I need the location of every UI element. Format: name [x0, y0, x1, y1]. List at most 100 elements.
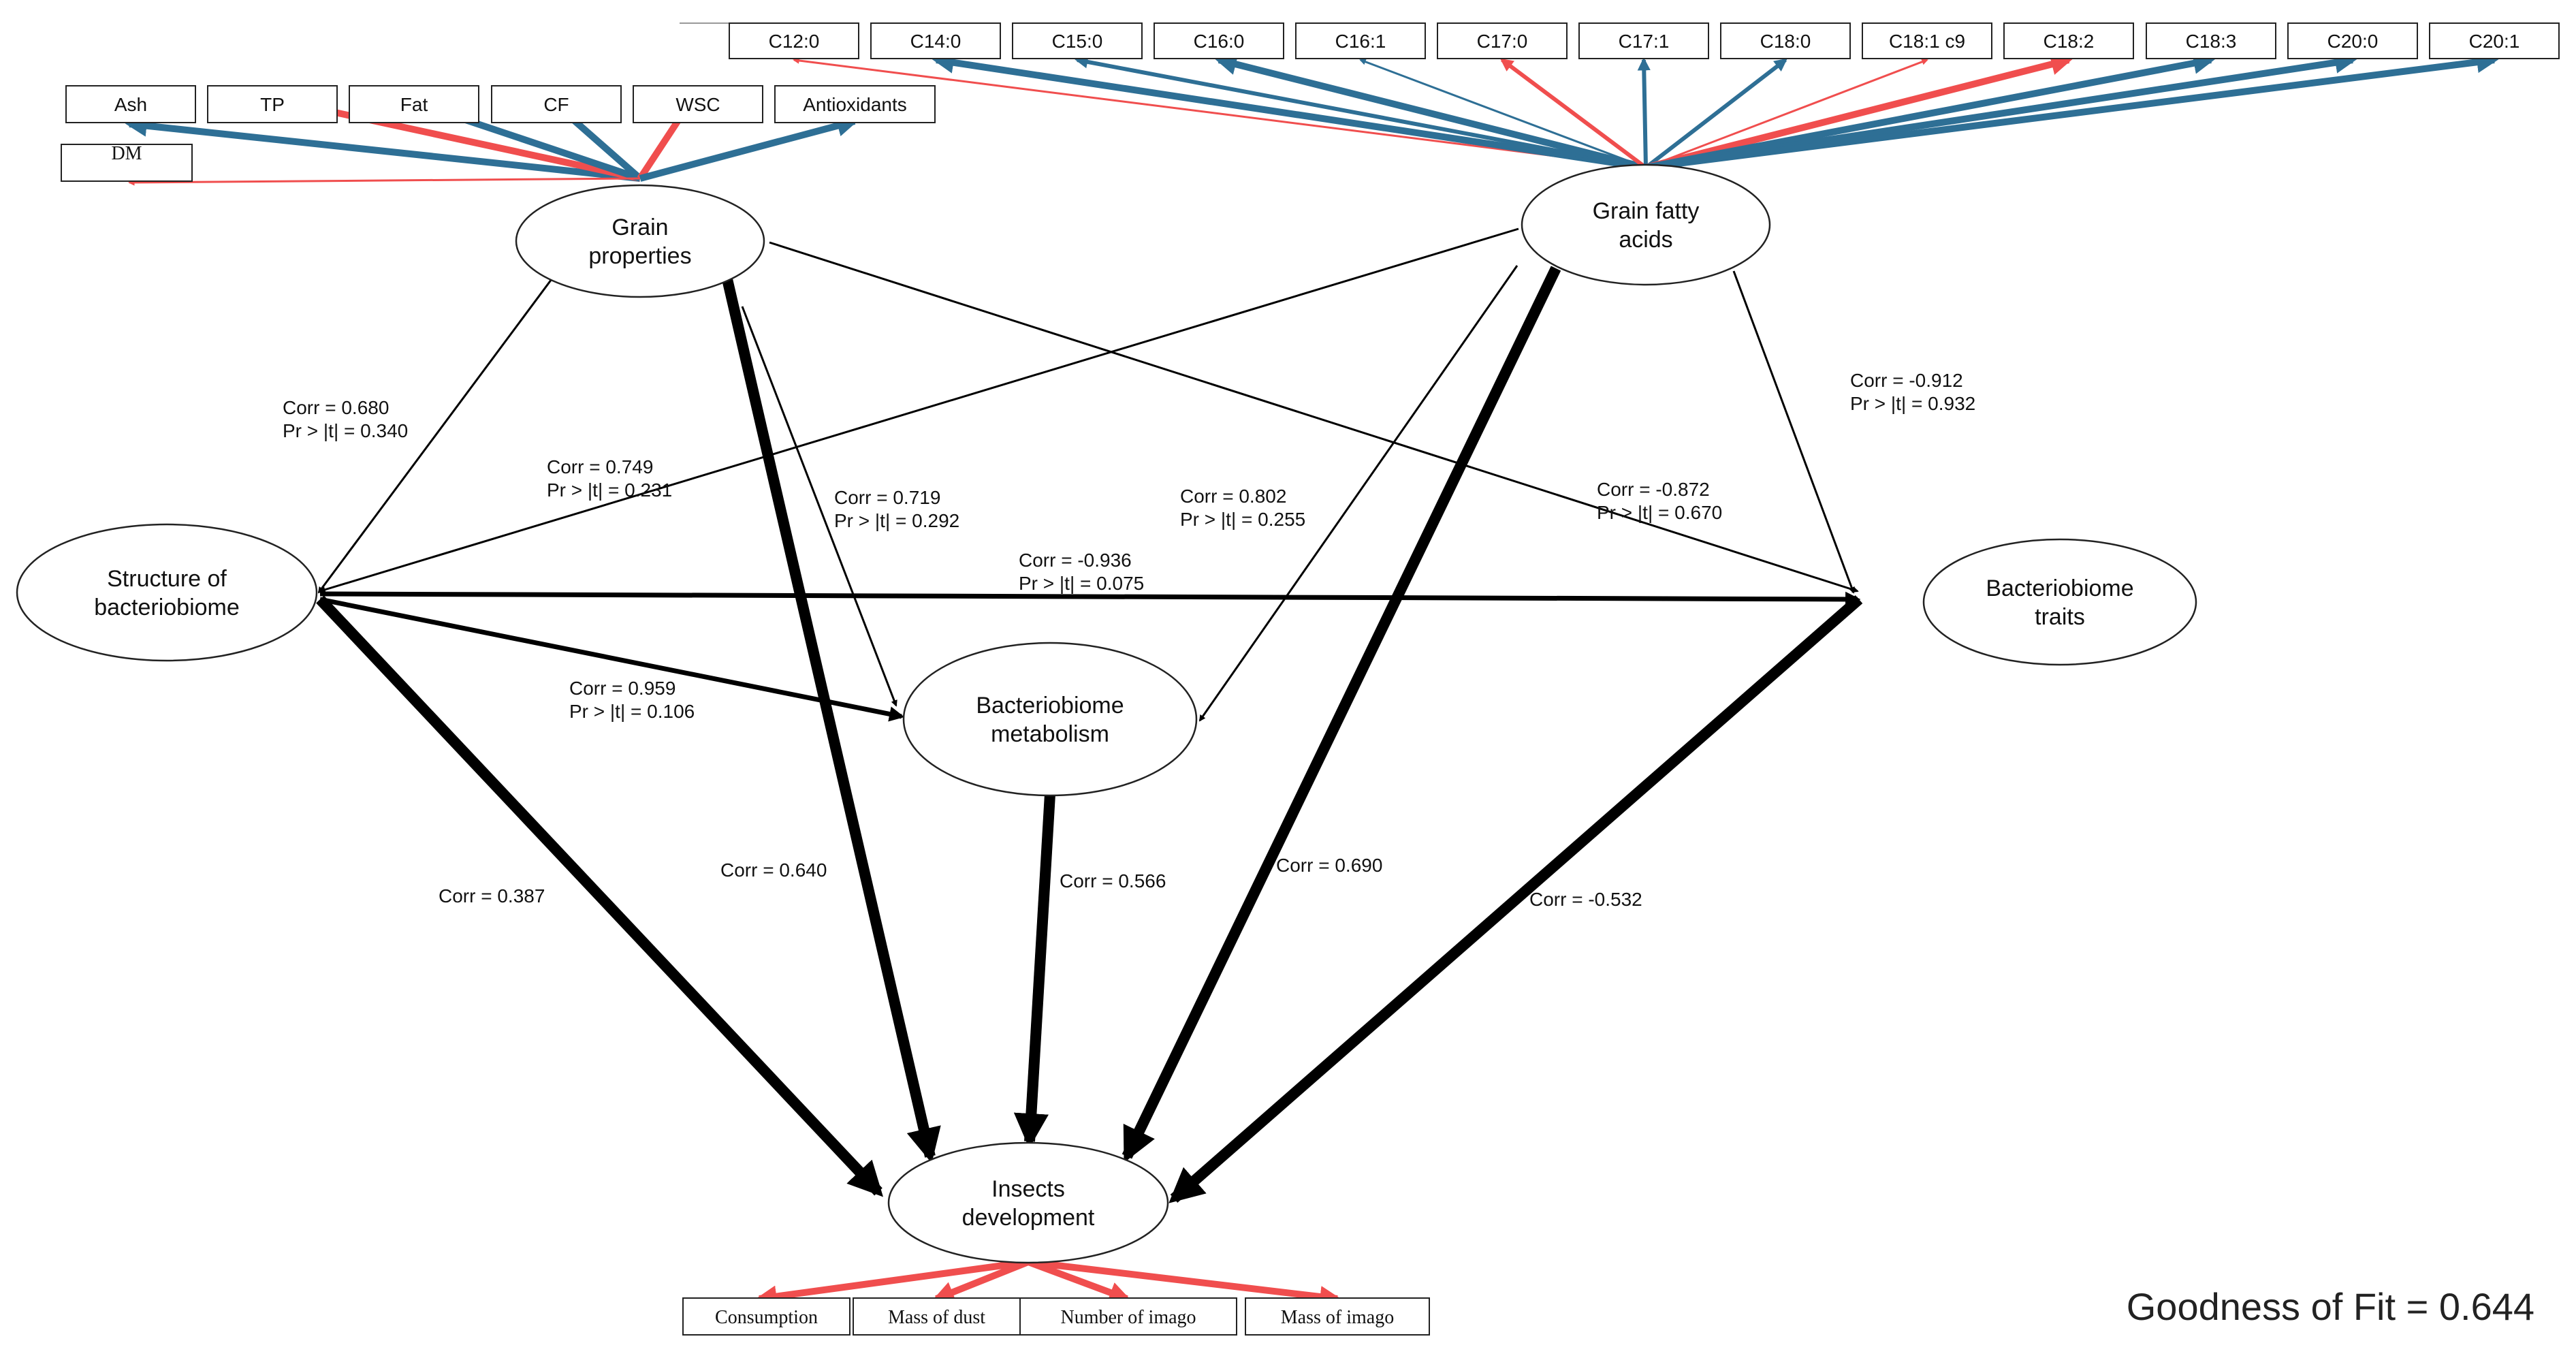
- loading-arrow-insects-2: [1027, 1259, 1131, 1304]
- path-pr-label: Pr > |t| = 0.292: [834, 510, 959, 531]
- indicator-label: C16:0: [1194, 31, 1245, 52]
- indicator-label: C18:0: [1760, 31, 1811, 52]
- path-corr-label: Corr = 0.749: [547, 456, 653, 477]
- latent-grain-properties: [515, 184, 765, 298]
- latent-label: development: [962, 1205, 1095, 1231]
- latent-structure: [16, 523, 318, 662]
- path-grain_properties-to-metabolism: [741, 306, 897, 707]
- indicator-box: [2146, 22, 2276, 59]
- path-structure-to-metabolism: [319, 597, 905, 722]
- latent-label: Bacteriobiome: [1986, 575, 2133, 601]
- path-grain_properties-to-traits: [769, 241, 1859, 593]
- latent-label: metabolism: [991, 721, 1109, 747]
- path-corr-label: Corr = 0.719: [834, 487, 940, 508]
- indicator-label: Fat: [400, 94, 428, 115]
- latent-grain-fatty-acids: [1521, 163, 1771, 286]
- indicator-box: [2287, 22, 2418, 59]
- loading-arrow-grain_fatty_acids-4: [1359, 59, 1647, 169]
- structural-paths: [316, 227, 1863, 1203]
- indicator-box: [1862, 22, 1992, 59]
- path-pr-label: Pr > |t| = 0.075: [1019, 573, 1144, 594]
- indicator-box: [633, 85, 763, 123]
- indicator-box: [1295, 22, 1426, 59]
- path-grain_properties-to-insects: [722, 278, 941, 1163]
- path-pr-label: Pr > |t| = 0.932: [1850, 393, 1975, 414]
- indicator-label: C18:2: [2044, 31, 2095, 52]
- indicator-label: C20:0: [2327, 31, 2379, 52]
- indicator-label: Mass of imago: [1281, 1307, 1394, 1328]
- indicator-label: C18:1 c9: [1889, 31, 1965, 52]
- loading-arrow-grain_fatty_acids-9: [1644, 53, 2073, 171]
- loading-arrow-insects-1: [932, 1259, 1030, 1303]
- loading-arrow-insects-3: [1028, 1259, 1342, 1308]
- loading-arrow-grain_properties-5: [639, 115, 859, 182]
- latent-insects: [887, 1141, 1169, 1264]
- path-pr-label: Pr > |t| = 0.231: [547, 479, 672, 501]
- path-structure-to-insects: [316, 595, 884, 1197]
- loading-arrow-grain_properties-6: [128, 177, 641, 186]
- indicator-box: [349, 85, 479, 123]
- path-grain_fatty_acids-to-metabolism: [1198, 265, 1518, 722]
- indicator-box: [1720, 22, 1851, 59]
- indicator-box: [682, 1297, 850, 1336]
- indicator-label: TP: [260, 94, 285, 115]
- path-grain_fatty_acids-to-traits: [1732, 270, 1855, 594]
- loading-arrow-insects-0: [754, 1259, 1029, 1308]
- indicator-box: [774, 85, 936, 123]
- path-pr-label: Pr > |t| = 0.340: [283, 420, 408, 441]
- path-corr-label: Corr = 0.680: [283, 397, 389, 418]
- loading-arrow-grain_properties-0: [125, 114, 641, 182]
- indicator-box: [1012, 22, 1143, 59]
- loading-arrow-grain_fatty_acids-7: [1644, 58, 1788, 170]
- path-corr-label: Corr = -0.912: [1850, 370, 1963, 391]
- latent-label: bacteriobiome: [94, 595, 240, 620]
- indicator-loadings: [125, 51, 2499, 1308]
- indicator-box: [1245, 1297, 1430, 1336]
- path-pr-label: Pr > |t| = 0.255: [1180, 509, 1305, 530]
- latent-label: Structure of: [107, 566, 227, 592]
- loading-arrow-grain_fatty_acids-8: [1645, 59, 1928, 169]
- indicator-label: C20:1: [2469, 31, 2520, 52]
- path-corr-label: Corr = -0.936: [1019, 550, 1132, 571]
- indicator-label: Number of imago: [1060, 1307, 1196, 1328]
- path-corr-label: Corr = -0.872: [1597, 479, 1710, 500]
- latent-label: Bacteriobiome: [976, 693, 1124, 719]
- latent-label: Insects: [991, 1176, 1065, 1202]
- loading-arrow-grain_fatty_acids-2: [1075, 55, 1647, 170]
- indicator-box: [2429, 22, 2560, 59]
- latent-label: traits: [2035, 604, 2085, 630]
- indicator-label: DM: [111, 143, 142, 164]
- path-corr-label: Corr = 0.566: [1060, 870, 1166, 891]
- latent-label: acids: [1619, 227, 1672, 253]
- indicator-box: [870, 22, 1001, 59]
- latent-metabolism: [902, 642, 1198, 797]
- indicator-box: [1019, 1297, 1237, 1336]
- loading-arrow-grain_fatty_acids-0: [793, 57, 1647, 169]
- indicator-label: C15:0: [1052, 31, 1103, 52]
- latent-label: properties: [588, 243, 691, 269]
- indicator-box: [729, 22, 859, 59]
- indicator-box: [1578, 22, 1709, 59]
- latent-label: Grain: [611, 215, 668, 240]
- path-corr-label: Corr = -0.532: [1529, 889, 1642, 910]
- indicator-box: [65, 85, 196, 123]
- path-corr-label: Corr = 0.387: [439, 885, 545, 906]
- indicator-label: Ash: [114, 94, 147, 115]
- path-corr-label: Corr = 0.802: [1180, 486, 1286, 507]
- indicator-box: [61, 144, 193, 182]
- indicator-box: [207, 85, 338, 123]
- path-grain_properties-to-structure: [317, 279, 553, 594]
- indicator-box: [2003, 22, 2134, 59]
- path-structure-to-traits: [319, 591, 1861, 607]
- indicator-label: C14:0: [910, 31, 961, 52]
- path-pr-label: Pr > |t| = 0.670: [1597, 502, 1722, 523]
- indicator-box: [491, 85, 622, 123]
- indicator-label: C12:0: [769, 31, 820, 52]
- path-grain_fatty_acids-to-insects: [1122, 266, 1561, 1163]
- indicator-label: WSC: [675, 94, 720, 115]
- goodness-of-fit: Goodness of Fit = 0.644: [2127, 1285, 2534, 1328]
